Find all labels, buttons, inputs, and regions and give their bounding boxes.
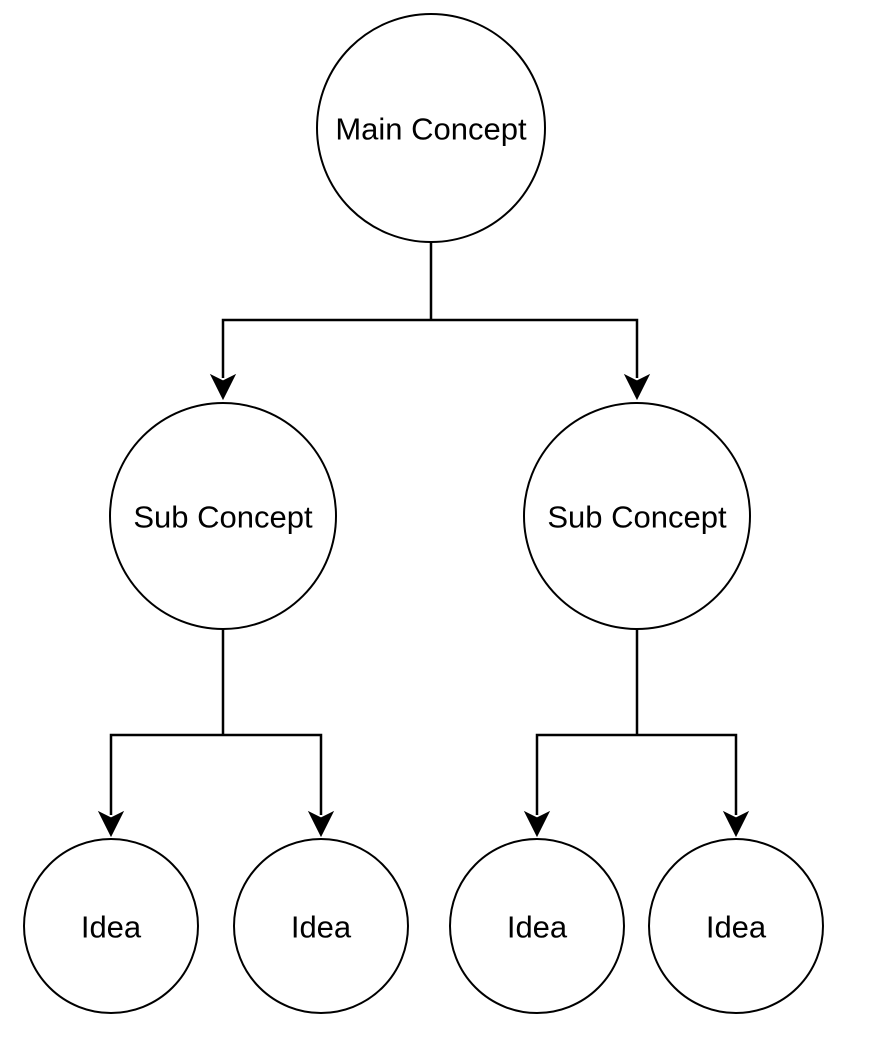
edge-sub1-to-idea2	[223, 733, 323, 815]
arrow-to-idea2	[307, 810, 335, 838]
edge-main-to-sub2	[431, 318, 639, 378]
arrow-to-sub1	[209, 373, 237, 401]
node-sub2-label: Sub Concept	[547, 500, 727, 535]
arrow-to-sub2	[623, 373, 651, 401]
node-main-label: Main Concept	[335, 112, 527, 147]
edges-sub1-to-ideas	[97, 629, 335, 838]
arrow-to-idea3	[523, 810, 551, 838]
node-sub1-circle	[109, 402, 337, 630]
node-idea1-label: Idea	[81, 910, 142, 945]
node-idea3-circle	[449, 838, 625, 1014]
edges-main-to-subs	[209, 242, 651, 401]
node-idea1-circle	[23, 838, 199, 1014]
node-idea-3[interactable]: Idea	[449, 838, 625, 1014]
node-sub1-label: Sub Concept	[133, 500, 313, 535]
node-main-circle	[316, 13, 546, 243]
node-idea-1[interactable]: Idea	[23, 838, 199, 1014]
node-idea2-circle	[233, 838, 409, 1014]
node-sub-concept-left[interactable]: Sub Concept	[109, 402, 337, 630]
node-idea4-circle	[648, 838, 824, 1014]
edge-main-to-sub1	[221, 318, 431, 378]
edge-sub2-to-idea4	[637, 733, 738, 815]
node-main-concept[interactable]: Main Concept	[316, 13, 546, 243]
edge-sub1-to-idea1	[109, 733, 223, 815]
node-idea4-label: Idea	[706, 910, 767, 945]
node-idea3-label: Idea	[507, 910, 568, 945]
edges-sub2-to-ideas	[523, 629, 750, 838]
node-idea-4[interactable]: Idea	[648, 838, 824, 1014]
edge-sub2-to-idea3	[535, 733, 637, 815]
node-sub2-circle	[523, 402, 751, 630]
arrow-to-idea4	[722, 810, 750, 838]
node-idea2-label: Idea	[291, 910, 352, 945]
node-sub-concept-right[interactable]: Sub Concept	[523, 402, 751, 630]
node-idea-2[interactable]: Idea	[233, 838, 409, 1014]
arrow-to-idea1	[97, 810, 125, 838]
